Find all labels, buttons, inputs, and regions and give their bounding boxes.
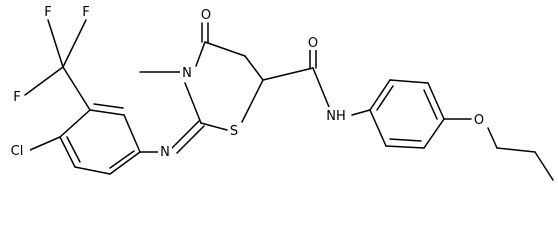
bond-cf3-f2 bbox=[62, 19, 87, 68]
bond-cf3-f3 bbox=[24, 66, 64, 96]
atom-label-n-ring: N bbox=[182, 66, 192, 81]
bond-ar2-a-inner bbox=[376, 85, 394, 111]
bond-ar2-c bbox=[427, 82, 445, 120]
bond-imine-a bbox=[171, 120, 200, 149]
bond-c6-s bbox=[241, 79, 264, 123]
bond-camide-nh bbox=[312, 67, 330, 108]
bond-c2-nring bbox=[184, 82, 202, 124]
bond-ar2-d bbox=[423, 118, 445, 149]
atom-label-o-ring: O bbox=[201, 8, 211, 23]
atom-label-f3: F bbox=[13, 90, 20, 105]
chemical-structure-diagram: F F F Cl N S N O O NH O bbox=[4, 4, 554, 181]
bond-c4-c5 bbox=[204, 41, 246, 57]
bond-c2-s bbox=[200, 122, 228, 131]
bond-nh-ar2 bbox=[351, 109, 371, 116]
bond-ar1-e-inner bbox=[66, 136, 81, 163]
bond-imine-b bbox=[176, 125, 205, 154]
bond-ar2-c-inner bbox=[423, 89, 438, 120]
bond-c6-camide bbox=[262, 67, 314, 81]
atom-label-cl: Cl bbox=[11, 144, 24, 159]
bond-ar2-f bbox=[369, 109, 387, 147]
bond-ar1-a bbox=[89, 109, 125, 116]
bond-nring-c4 bbox=[195, 41, 206, 67]
bond-c2-c3 bbox=[534, 151, 554, 181]
bond-ar1-f bbox=[59, 109, 91, 138]
atom-labels: F F F Cl N S N O O NH O bbox=[4, 4, 486, 160]
bond-ar1-a-inner bbox=[93, 103, 124, 109]
bond-lines bbox=[24, 19, 554, 181]
bond-ar2-e-inner bbox=[389, 138, 422, 142]
bond-c5-c6 bbox=[244, 55, 264, 81]
bond-ar1-b bbox=[123, 114, 141, 153]
bond-ar1-d bbox=[74, 166, 111, 175]
bond-oether-c1 bbox=[487, 127, 498, 149]
bond-ar1-c-inner bbox=[109, 150, 135, 169]
atom-label-nh: NH bbox=[326, 109, 346, 124]
bond-cf3-f1 bbox=[47, 19, 64, 68]
atom-label-s: S bbox=[230, 124, 238, 139]
atom-label-f1: F bbox=[44, 5, 51, 20]
bond-ar1-cl bbox=[29, 136, 61, 151]
atom-label-o-amide: O bbox=[308, 36, 318, 51]
bond-ar2-b bbox=[389, 79, 429, 84]
bond-ar2-a bbox=[369, 79, 391, 111]
bond-ar2-e bbox=[385, 145, 425, 149]
bond-ar1-e bbox=[59, 136, 76, 168]
atom-label-n-imine: N bbox=[160, 145, 170, 160]
bond-cf3-ring bbox=[62, 66, 91, 111]
atom-label-f2: F bbox=[82, 5, 89, 20]
bond-ar1-c bbox=[109, 151, 141, 175]
bond-c1-c2 bbox=[496, 147, 536, 153]
atom-label-o-ether: O bbox=[474, 113, 484, 128]
